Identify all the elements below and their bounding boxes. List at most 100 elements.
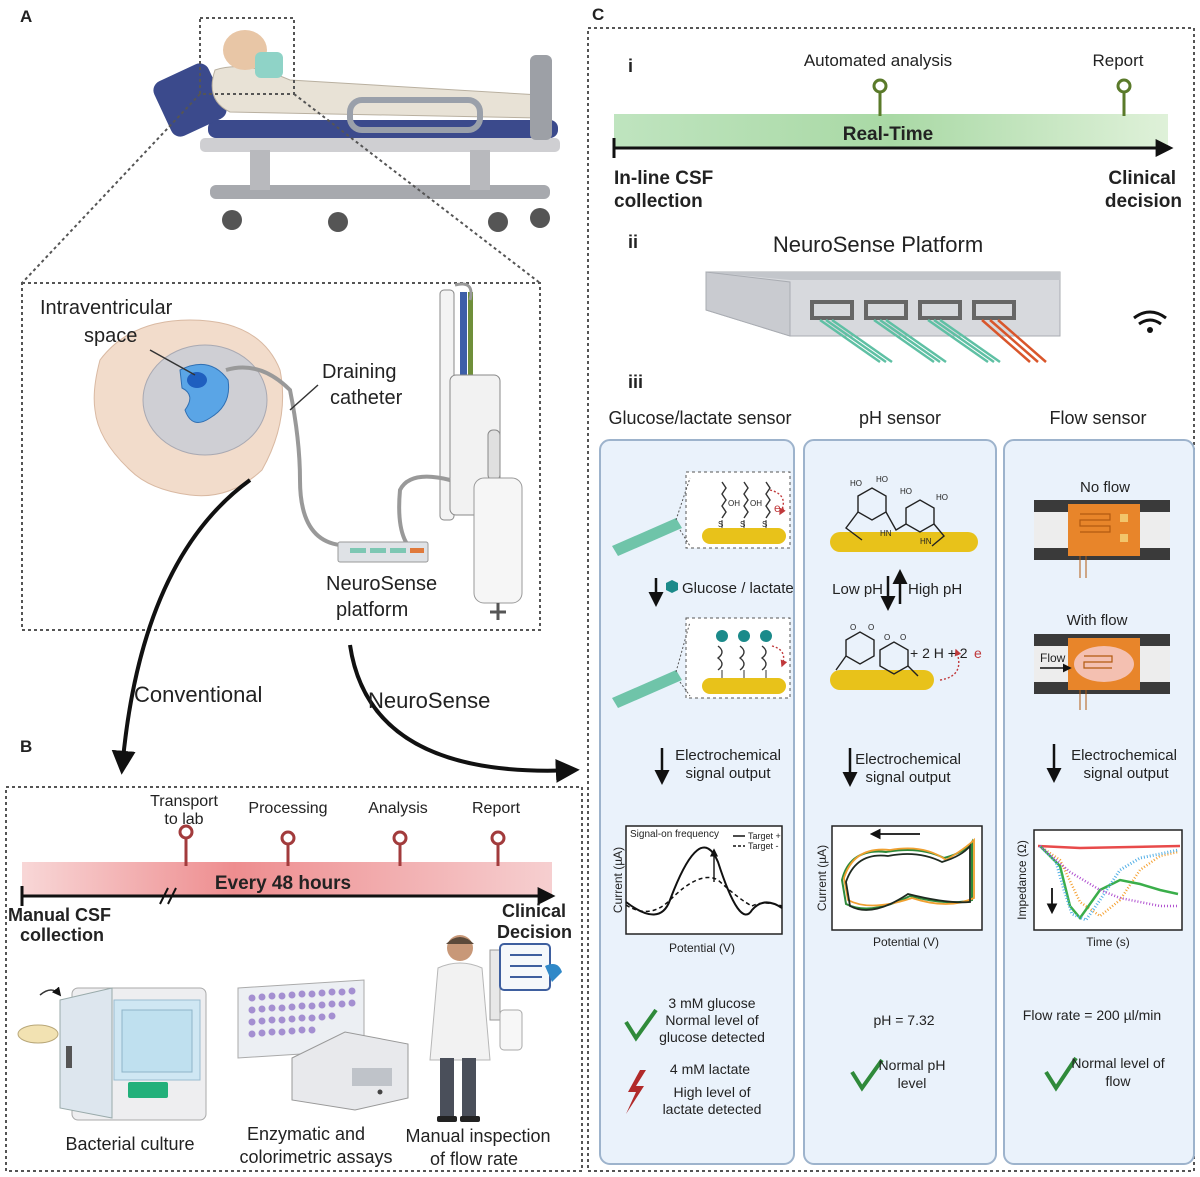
- flow-sensor-panel: [1003, 439, 1195, 1165]
- ph-ho-3: HO: [900, 487, 912, 496]
- flow-result-1: Normal level of: [1071, 1055, 1164, 1071]
- label-assays-line1: Enzymatic and: [247, 1124, 365, 1144]
- arrow-conventional: [111, 478, 252, 775]
- end-decision-c: decision: [1105, 191, 1182, 212]
- label-assays-line2: colorimetric assays: [239, 1147, 392, 1167]
- glucose-result-3: glucose detected: [659, 1029, 765, 1045]
- zoom-line-left: [21, 93, 201, 284]
- end-decision-b: Decision: [497, 922, 572, 942]
- step-transport-line2: to lab: [164, 811, 203, 828]
- timeline-break-2: [167, 887, 177, 905]
- ph-molecule-oxidized: [830, 631, 962, 690]
- ph-molecule-reduced: [830, 487, 978, 552]
- flow-result-2: flow: [1106, 1073, 1132, 1089]
- ph-hn-2: HN: [920, 537, 932, 546]
- step-marker-transport: [178, 824, 194, 866]
- zoom-box-bed: [199, 17, 295, 95]
- step-marker-report-c: [1116, 78, 1132, 116]
- path-label-conventional: Conventional: [134, 682, 262, 707]
- path-label-neurosense: NeuroSense: [368, 688, 490, 713]
- start-collection-c: collection: [614, 191, 703, 212]
- end-clinical-c: Clinical: [1108, 168, 1176, 189]
- leader-intraventricular: [149, 349, 196, 376]
- glucose-signal-line2: signal output: [685, 765, 771, 782]
- catheter-tube: [225, 365, 341, 547]
- label-with-flow: With flow: [1067, 612, 1128, 629]
- ph-sensor-panel: [803, 439, 997, 1165]
- plate-reader-illustration: [237, 979, 409, 1111]
- wifi-icon: [1133, 310, 1167, 333]
- ph-o-1: O: [850, 623, 856, 632]
- step-marker-automated: [872, 78, 888, 116]
- ph-result-1: Normal pH: [879, 1057, 946, 1073]
- label-intraventricular: Intraventricular: [40, 297, 173, 319]
- ph-ho-2: HO: [876, 475, 888, 484]
- panel-label-c: C: [592, 5, 604, 24]
- roman-i: i: [628, 56, 633, 76]
- ph-signal-line2: signal output: [865, 769, 951, 786]
- leader-catheter: [289, 384, 319, 411]
- end-clinical-b: Clinical: [502, 901, 566, 921]
- banner-real-time: Real-Time: [843, 124, 933, 145]
- ph-ylabel: Current (µA): [815, 845, 829, 911]
- ph-ho-4: HO: [936, 493, 948, 502]
- step-report-c: Report: [1092, 51, 1143, 70]
- lactate-result-3: lactate detected: [663, 1101, 762, 1117]
- glucose-xlabel: Potential (V): [669, 941, 735, 955]
- step-analysis: Analysis: [368, 800, 428, 817]
- label-draining: Draining: [322, 361, 396, 383]
- lactate-result-1: 4 mM lactate: [670, 1061, 750, 1077]
- panel-label-a: A: [20, 7, 32, 26]
- label-manual-inspection: Manual inspection: [405, 1126, 550, 1146]
- step-report-b: Report: [472, 800, 521, 817]
- glucose-chart: [625, 825, 783, 935]
- ph-value: pH = 7.32: [873, 1012, 934, 1028]
- panel-b-frame: [5, 786, 583, 1172]
- flow-xlabel: Time (s): [1086, 935, 1130, 949]
- ph-chart: [831, 825, 983, 931]
- flow-ylabel: Impedance (Ω): [1015, 840, 1029, 920]
- lactate-result-2: High level of: [673, 1084, 750, 1100]
- label-oh-2: OH: [750, 499, 762, 508]
- glucose-result-1: 3 mM glucose: [668, 995, 755, 1011]
- step-marker-analysis: [392, 830, 408, 866]
- roman-ii: ii: [628, 232, 638, 252]
- ph-o-2: O: [868, 623, 874, 632]
- ph-ho-1: HO: [850, 479, 862, 488]
- ph-xlabel: Potential (V): [873, 935, 939, 949]
- ph-result-2: level: [898, 1075, 927, 1091]
- panel-label-b: B: [20, 737, 32, 756]
- ph-signal-line1: Electrochemical: [855, 751, 961, 768]
- label-s-1: S: [718, 520, 723, 529]
- drainage-system-illustration: [397, 282, 523, 620]
- glucose-probe-bound: [612, 617, 791, 708]
- hospital-bed-illustration: [153, 30, 560, 232]
- arrow-neurosense: [348, 644, 580, 783]
- label-high-ph: High pH: [908, 581, 962, 598]
- start-collection-b: collection: [20, 925, 104, 945]
- timeline-break-1: [159, 887, 169, 905]
- ph-o-4: O: [900, 633, 906, 642]
- label-platform: platform: [336, 599, 408, 621]
- banner-every-48-hours: Every 48 hours: [215, 873, 351, 894]
- neurosense-platform-illustration: [705, 271, 1061, 364]
- ph-equation: + 2 H + 2: [910, 645, 968, 661]
- analyte-icon: [666, 580, 678, 593]
- label-electron: e-: [774, 501, 785, 515]
- glucose-ylabel: Current (µA): [611, 847, 625, 913]
- glucose-signal-line1: Electrochemical: [675, 747, 781, 764]
- label-s-3: S: [762, 520, 767, 529]
- flow-signal-line1: Electrochemical: [1071, 747, 1177, 764]
- flow-sensor-no-flow: [1034, 500, 1170, 578]
- start-inline-csf: In-line CSF: [614, 168, 713, 189]
- check-icon-ph: [850, 1058, 884, 1092]
- roman-iii: iii: [628, 372, 643, 392]
- label-space: space: [84, 325, 137, 347]
- label-no-flow: No flow: [1080, 479, 1130, 496]
- incubator-illustration: [17, 986, 207, 1121]
- start-manual-csf: Manual CSF: [8, 905, 111, 925]
- alert-icon-lactate: [626, 1070, 646, 1114]
- step-processing: Processing: [248, 800, 327, 817]
- clinician-illustration: [429, 935, 562, 1122]
- flow-sensor-with-flow: [1034, 634, 1170, 710]
